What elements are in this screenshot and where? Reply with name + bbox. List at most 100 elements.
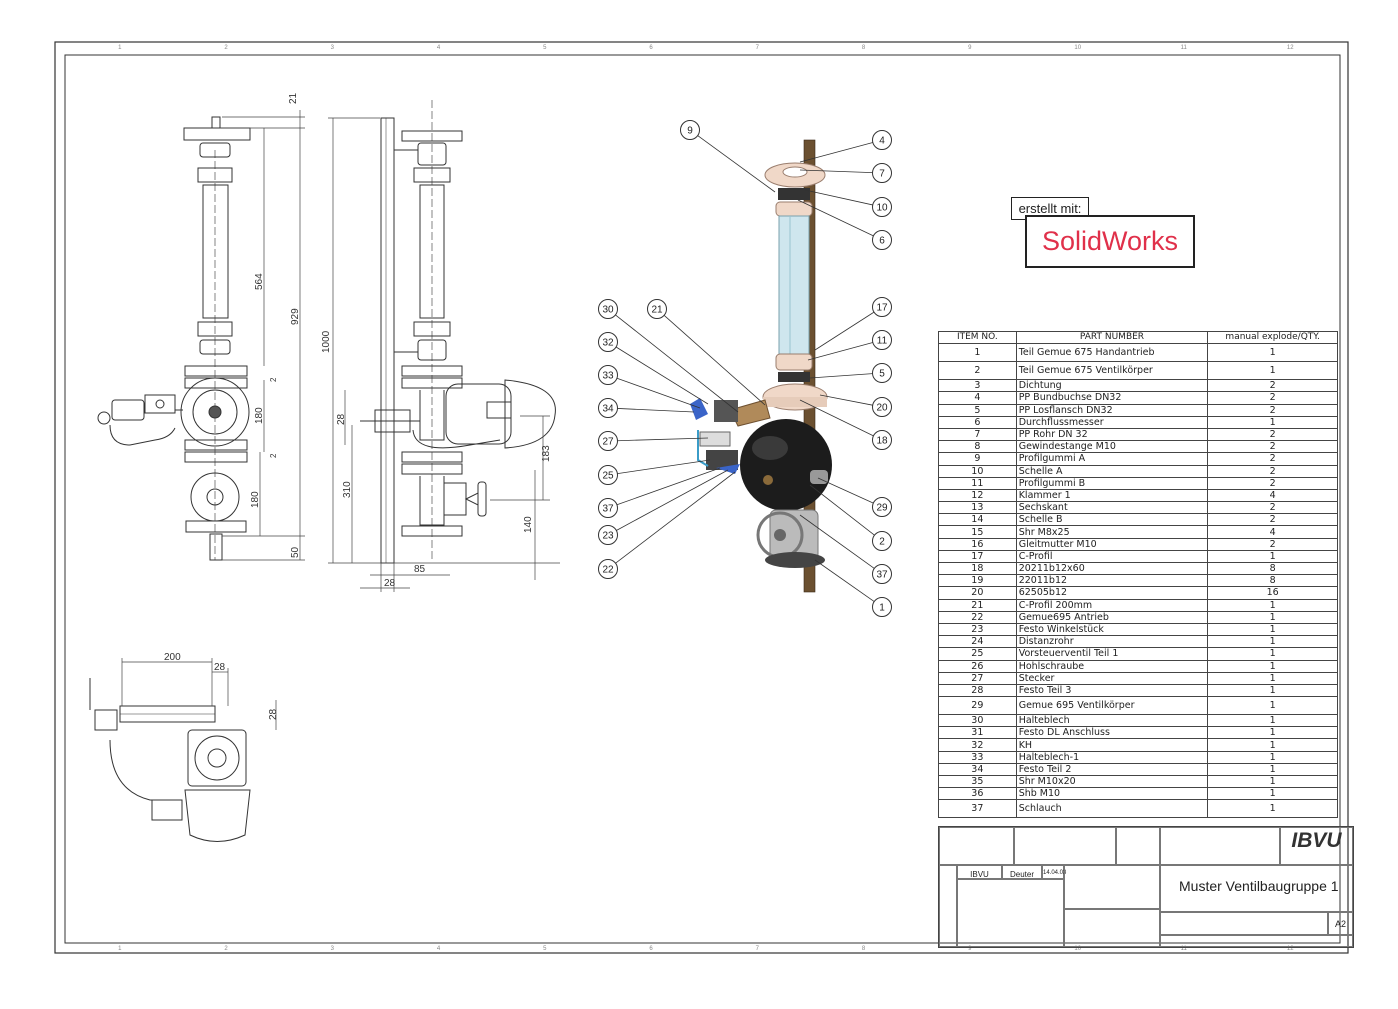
- bom-header-part: PART NUMBER: [1015, 330, 1209, 345]
- bom-header-row: ITEM NO. PART NUMBER manual explode/QTY.: [938, 330, 1338, 345]
- zone-label: 6: [649, 946, 653, 952]
- balloon-circle: [872, 531, 892, 551]
- leader-line: [663, 315, 766, 406]
- dim-85: 85: [414, 564, 426, 575]
- bom-part-number: Shr M8x25: [1015, 525, 1209, 539]
- leader-line: [615, 346, 709, 405]
- balloon-circle: [598, 332, 618, 352]
- leader-line: [809, 373, 873, 379]
- bom-item-number: 22: [938, 610, 1017, 624]
- bom-part-number: Festo Teil 2: [1015, 762, 1209, 777]
- title-block: IBVU IBVU Deuter 14.04.03 Muster Ventilb…: [938, 826, 1354, 948]
- tb-approvals-grid: [957, 879, 1064, 947]
- balloon-number: 5: [879, 369, 885, 380]
- bom-part-number: Teil Gemue 675 Handantrieb: [1015, 343, 1209, 363]
- top-view: [89, 678, 251, 842]
- leader-line: [807, 342, 873, 361]
- dim-310: 310: [342, 481, 353, 498]
- bom-quantity: 1: [1207, 610, 1338, 624]
- zone-label: 3: [331, 45, 335, 51]
- bom-part-number: Halteblech: [1015, 714, 1209, 728]
- zone-label: 4: [437, 45, 441, 51]
- bom-part-number: Stecker: [1015, 671, 1209, 685]
- tb-grid-cell: [1064, 865, 1160, 909]
- balloon-33: 33: [598, 365, 701, 409]
- balloon-circle: [872, 230, 892, 250]
- bom-quantity: 1: [1207, 714, 1338, 728]
- inner-border: [64, 54, 1341, 944]
- bom-quantity: 1: [1207, 635, 1338, 649]
- solidworks-label: SolidWorks: [1025, 215, 1195, 268]
- side-view: [360, 100, 556, 564]
- balloon-circle: [598, 431, 618, 451]
- dim-140: 140: [523, 516, 534, 533]
- bom-item-number: 21: [938, 598, 1017, 612]
- balloon-circle: [872, 397, 892, 417]
- balloon-number: 17: [876, 303, 888, 314]
- side-dimensions: [328, 117, 560, 592]
- zone-label: 7: [756, 946, 760, 952]
- tb-logo-cell: IBVU: [1280, 827, 1353, 865]
- zone-label: 7: [756, 45, 760, 51]
- bom-quantity: 2: [1207, 379, 1338, 393]
- bom-item-number: 29: [938, 696, 1017, 716]
- bom-quantity: 8: [1207, 561, 1338, 576]
- bom-quantity: 4: [1207, 488, 1338, 503]
- bom-part-number: Profilgummi A: [1015, 452, 1209, 466]
- balloon-4: 4: [799, 130, 892, 163]
- zone-label: 9: [968, 946, 972, 952]
- bom-quantity: 1: [1207, 738, 1338, 752]
- bom-item-number: 36: [938, 787, 1017, 801]
- bom-part-number: Gemue695 Antrieb: [1015, 610, 1209, 624]
- bom-part-number: Festo DL Anschluss: [1015, 726, 1209, 740]
- balloon-circle: [872, 130, 892, 150]
- tb-dwg-no-cell: [1160, 912, 1328, 935]
- leader-line: [617, 437, 709, 442]
- bom-quantity: 2: [1207, 440, 1338, 454]
- leader-line: [809, 484, 875, 536]
- dim-21: 21: [288, 92, 299, 104]
- bom-quantity: 4: [1207, 525, 1338, 539]
- outer-border: [54, 41, 1349, 954]
- zone-label: 6: [649, 45, 653, 51]
- bom-quantity: 1: [1207, 671, 1338, 685]
- tb-role-column: [939, 865, 957, 947]
- bom-quantity: 1: [1207, 361, 1338, 381]
- isometric-view: [690, 139, 832, 593]
- dim-1000: 1000: [321, 330, 332, 353]
- balloon-circle: [872, 297, 892, 317]
- balloon-circle: [872, 197, 892, 217]
- balloon-1: 1: [814, 559, 892, 617]
- leader-line: [797, 199, 874, 237]
- balloon-number: 33: [602, 371, 614, 382]
- zone-label: 12: [1287, 946, 1294, 952]
- balloon-number: 37: [602, 504, 614, 515]
- tb-date: 14.04.03: [1043, 870, 1067, 876]
- bom-part-number: Durchflussmesser: [1015, 415, 1209, 429]
- bom-quantity: 2: [1207, 476, 1338, 490]
- bom-part-number: 22011b12: [1015, 574, 1209, 588]
- top-dimensions: [121, 658, 277, 730]
- bom-item-number: 6: [938, 415, 1017, 429]
- bom-quantity: 1: [1207, 787, 1338, 801]
- bom-quantity: 1: [1207, 549, 1338, 564]
- bom-quantity: 2: [1207, 403, 1338, 417]
- bom-part-number: Gleitmutter M10: [1015, 537, 1209, 551]
- bom-item-number: 5: [938, 403, 1017, 417]
- balloon-circle: [598, 559, 618, 579]
- balloon-circle: [598, 465, 618, 485]
- bom-item-number: 34: [938, 762, 1017, 777]
- zone-label: 5: [543, 946, 547, 952]
- bom-item-number: 11: [938, 476, 1017, 490]
